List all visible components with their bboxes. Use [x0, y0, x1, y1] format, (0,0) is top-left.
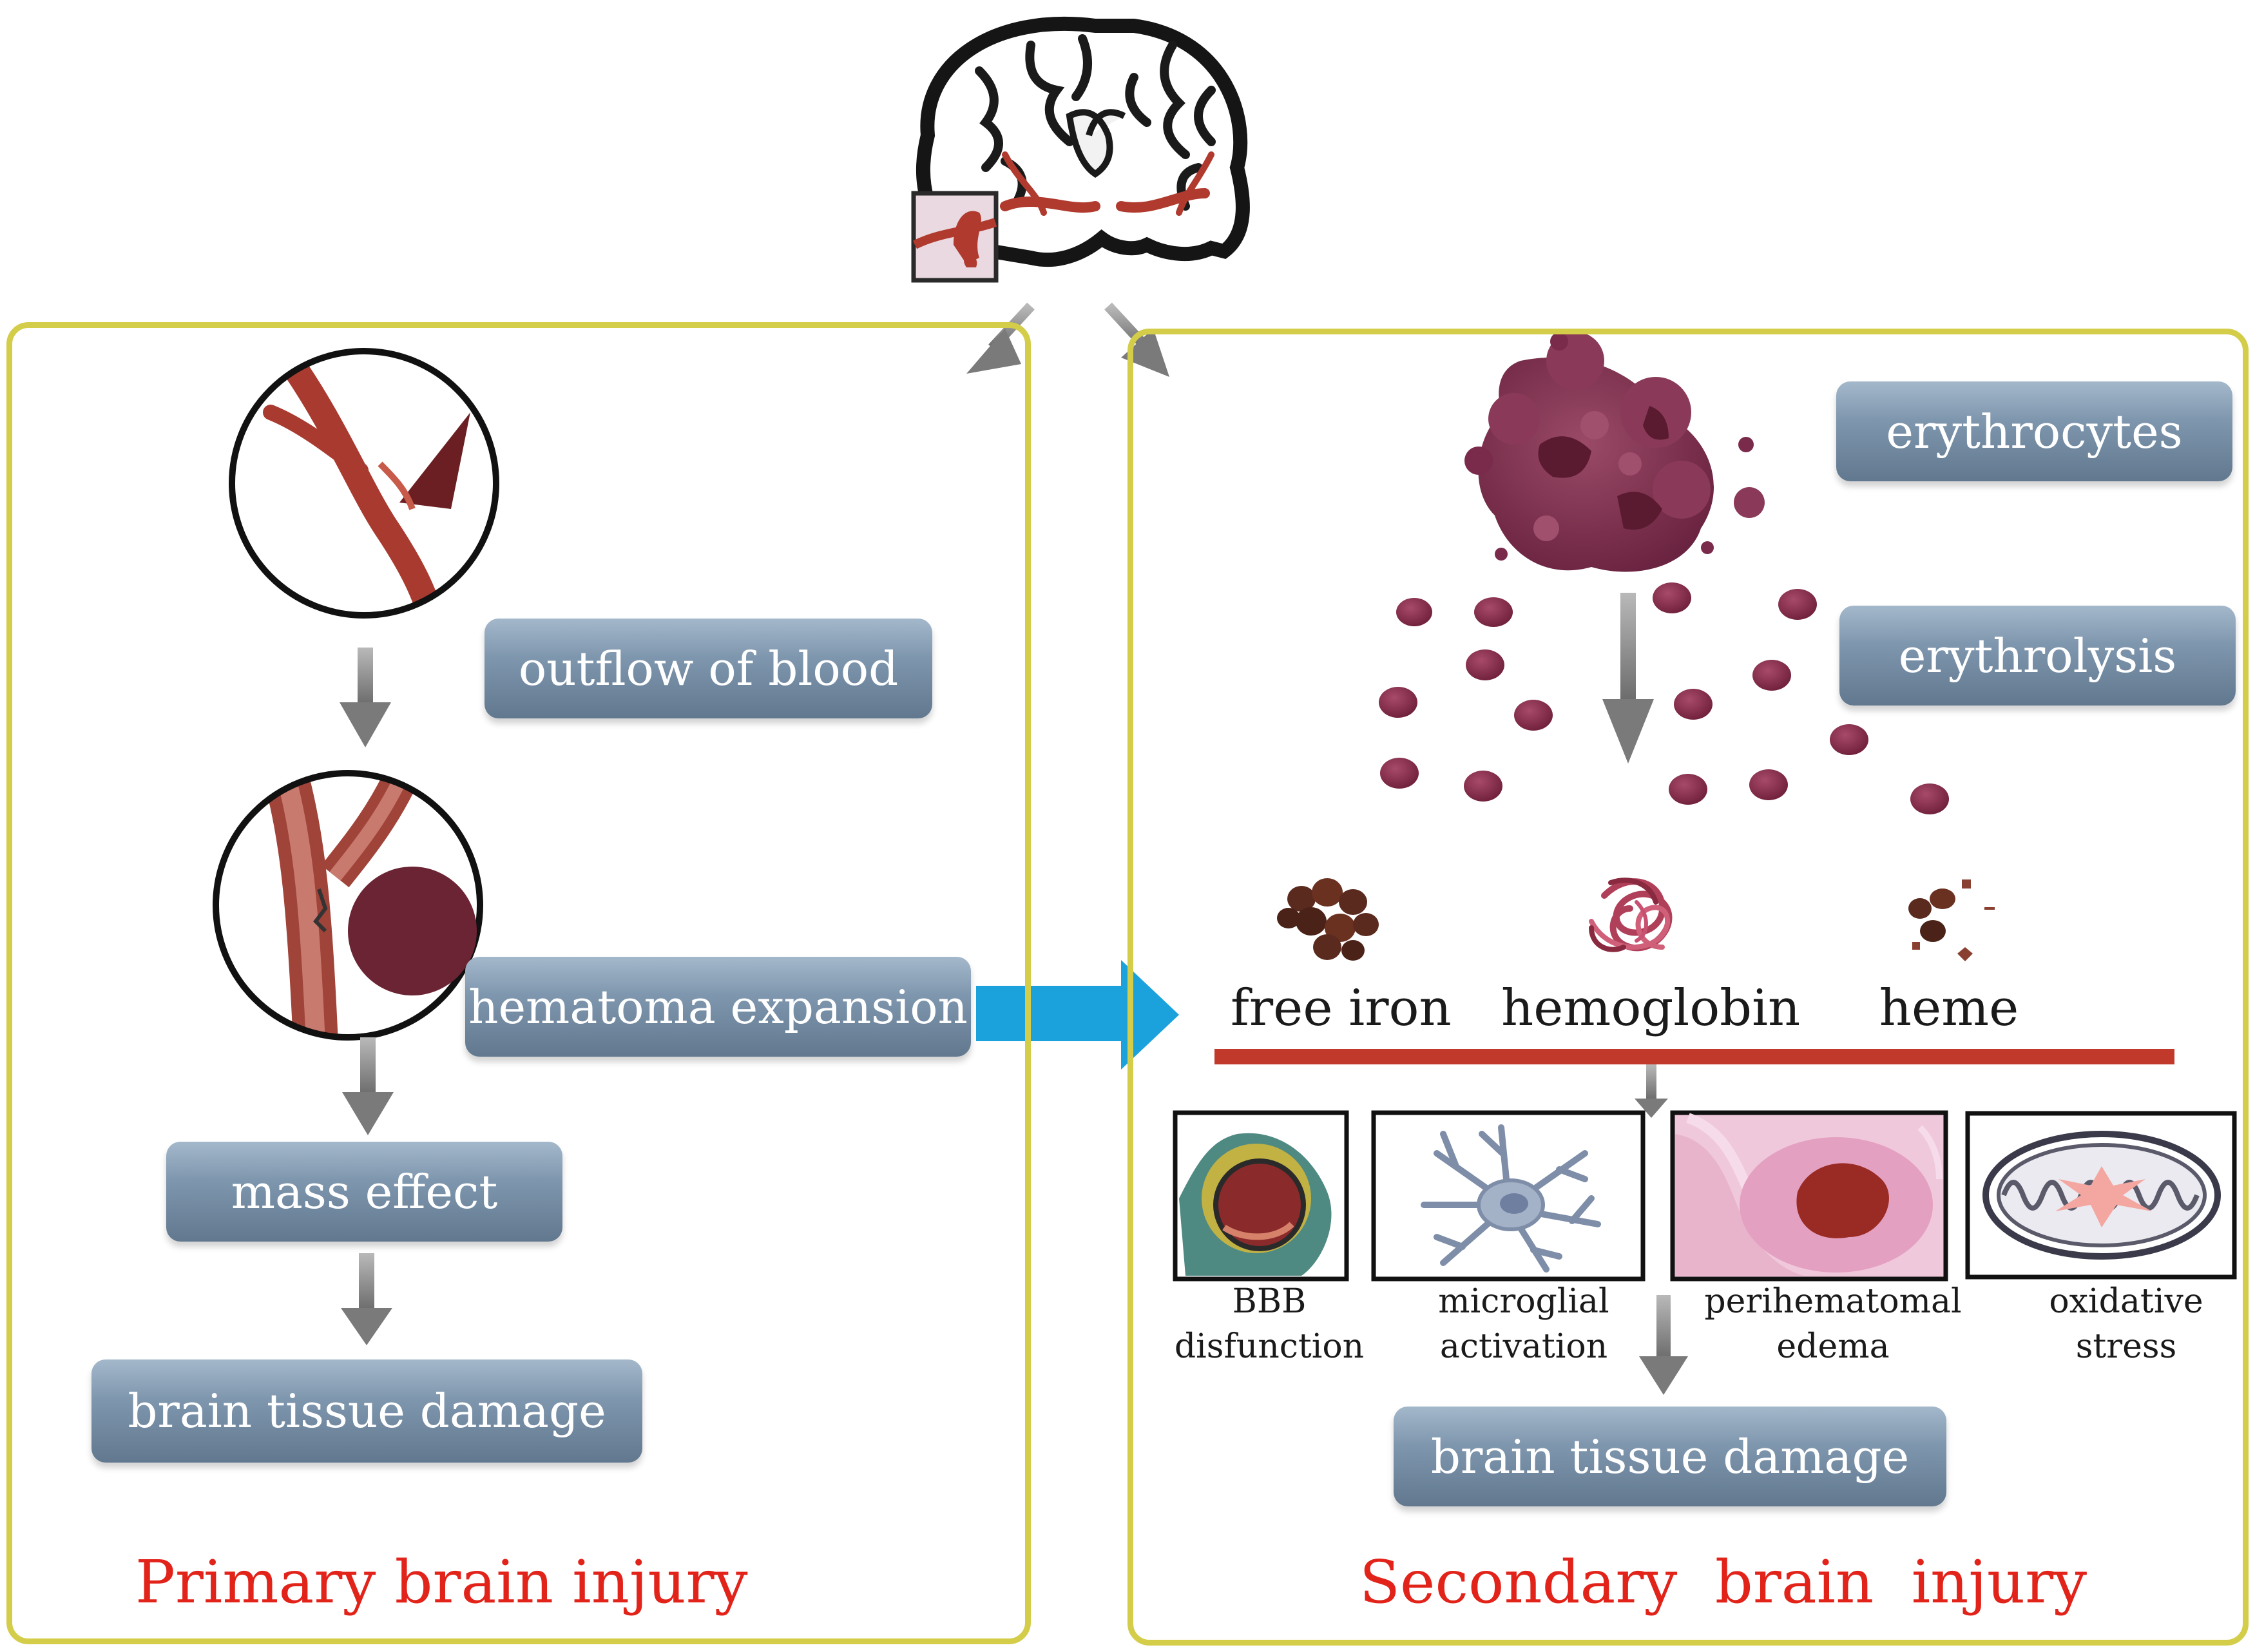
erythrolysis-cells	[1379, 582, 1949, 814]
oxidative-stress-image	[1965, 1111, 2237, 1280]
secondary-injury-title: Secondary brain injury	[1359, 1548, 2087, 1617]
divider-arrow	[1635, 1064, 1668, 1118]
erythrocytes-box: erythrocytes	[1836, 381, 2232, 481]
outflow-of-blood-box: outflow of blood	[485, 619, 932, 718]
primary-injury-panel	[6, 322, 1031, 1644]
perihematomal-edema-image	[1670, 1110, 1948, 1282]
hematoma-circle	[213, 770, 483, 1041]
hemoglobin-label: hemoglobin	[1501, 979, 1801, 1037]
free-iron-label: free iron	[1231, 979, 1452, 1037]
free-iron-icon	[1277, 878, 1379, 961]
mass-effect-box: mass effect	[166, 1142, 562, 1242]
heme-label: heme	[1879, 979, 2019, 1037]
brain-illustration	[911, 16, 1250, 283]
products-divider	[1214, 1049, 2174, 1064]
hemoglobin-icon	[1589, 878, 1673, 952]
microglial-activation-image	[1371, 1110, 1646, 1282]
primary-injury-title: Primary brain injury	[135, 1548, 748, 1617]
erythrolysis-arrow	[1602, 593, 1654, 764]
vessel-rupture-circle	[229, 348, 499, 619]
progression-arrow	[976, 960, 1179, 1070]
bbb-disfunction-image	[1173, 1110, 1349, 1282]
heme-icon	[1908, 879, 1995, 961]
secondary-brain-tissue-damage-box: brain tissue damage	[1394, 1407, 1946, 1506]
secondary-injury-panel	[1128, 329, 2249, 1646]
primary-flow-arrows	[340, 648, 394, 1345]
primary-brain-tissue-damage-box: brain tissue damage	[91, 1359, 642, 1463]
effects-to-damage-arrow	[1639, 1295, 1688, 1395]
erythrocyte-clump	[1464, 332, 1765, 572]
hematoma-expansion-box: hematoma expansion	[465, 957, 971, 1057]
erythrolysis-box: erythrolysis	[1839, 606, 2236, 706]
